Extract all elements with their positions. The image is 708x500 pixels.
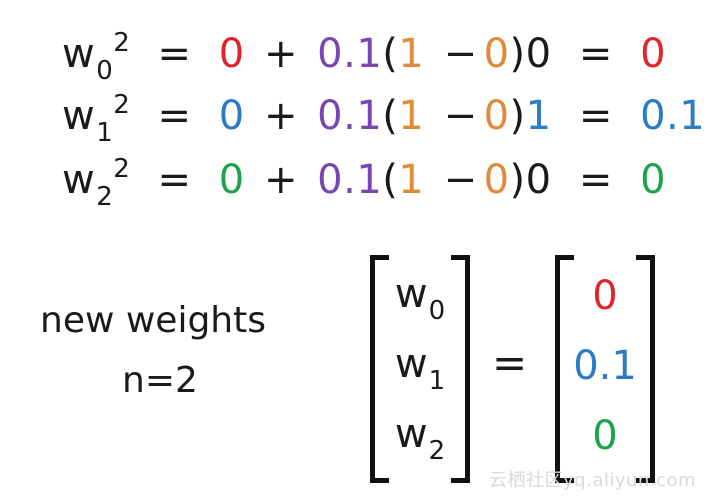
equals-sign: = (157, 157, 192, 203)
minus-sign: − (443, 93, 478, 139)
target-value: 1 (398, 157, 425, 203)
values-vector-cell-2: 0 (592, 413, 618, 459)
input-value: 0 (525, 157, 552, 203)
equals-sign: = (578, 31, 613, 77)
learning-rate: 0.1 (317, 157, 383, 203)
equals-sign: = (578, 93, 613, 139)
right-paren: ) (509, 93, 526, 139)
watermark-text: 云栖社区yq.aliyun.com (489, 470, 696, 491)
equals-sign: = (157, 31, 192, 77)
weight-symbol: w (62, 93, 96, 139)
result-value: 0 (640, 31, 667, 77)
output-value: 0 (483, 31, 510, 77)
right-paren: ) (509, 157, 526, 203)
weights-vector-cell-0: w0 (394, 271, 446, 326)
weights-vector-cell-1: w1 (394, 341, 446, 396)
output-value: 0 (483, 93, 510, 139)
target-value: 1 (398, 93, 425, 139)
old-weight-value: 0 (218, 31, 245, 77)
left-bracket-close (451, 255, 470, 483)
iteration-label: n=2 (122, 360, 198, 401)
learning-rate: 0.1 (317, 31, 383, 77)
target-value: 1 (398, 31, 425, 77)
equation-row-0: w02 = 0 + 0.1(1 −0)0 = 0 (62, 28, 667, 86)
values-vector-cell-0: 0 (592, 273, 618, 319)
old-weight-value: 0 (218, 93, 245, 139)
learning-rate: 0.1 (317, 93, 383, 139)
right-bracket-open (555, 255, 574, 483)
values-vector: 0 0.1 0 (555, 255, 655, 483)
equation-row-1: w12 = 0 + 0.1(1 −0)1 = 0.1 (62, 90, 706, 148)
result-value: 0 (640, 157, 667, 203)
weight-symbol: w (62, 157, 96, 203)
weight-subscript: 2 (96, 182, 114, 212)
old-weight-value: 0 (218, 157, 245, 203)
result-value: 0.1 (640, 93, 706, 139)
weights-vector: w0 w1 w2 (370, 255, 470, 483)
iteration-superscript: 2 (113, 154, 131, 184)
equation-row-2: w22 = 0 + 0.1(1 −0)0 = 0 (62, 154, 667, 212)
equals-sign: = (578, 157, 613, 203)
weight-subscript: 1 (96, 118, 114, 148)
right-bracket-close (636, 255, 655, 483)
equals-sign: = (157, 93, 192, 139)
left-paren: ( (382, 157, 399, 203)
left-bracket-open (370, 255, 389, 483)
values-vector-cell-1: 0.1 (573, 343, 637, 389)
left-paren: ( (382, 31, 399, 77)
iteration-superscript: 2 (113, 90, 131, 120)
plus-sign: + (263, 31, 298, 77)
input-value: 1 (525, 93, 552, 139)
plus-sign: + (263, 157, 298, 203)
plus-sign: + (263, 93, 298, 139)
iteration-superscript: 2 (113, 28, 131, 58)
input-value: 0 (525, 31, 552, 77)
new-weights-label: new weights (40, 300, 266, 341)
left-paren: ( (382, 93, 399, 139)
right-paren: ) (509, 31, 526, 77)
weight-symbol: w (62, 31, 96, 77)
weights-vector-cell-2: w2 (394, 411, 446, 466)
minus-sign: − (443, 31, 478, 77)
weight-subscript: 0 (96, 56, 114, 86)
output-value: 0 (483, 157, 510, 203)
matrix-equals-sign: = (492, 338, 528, 387)
minus-sign: − (443, 157, 478, 203)
